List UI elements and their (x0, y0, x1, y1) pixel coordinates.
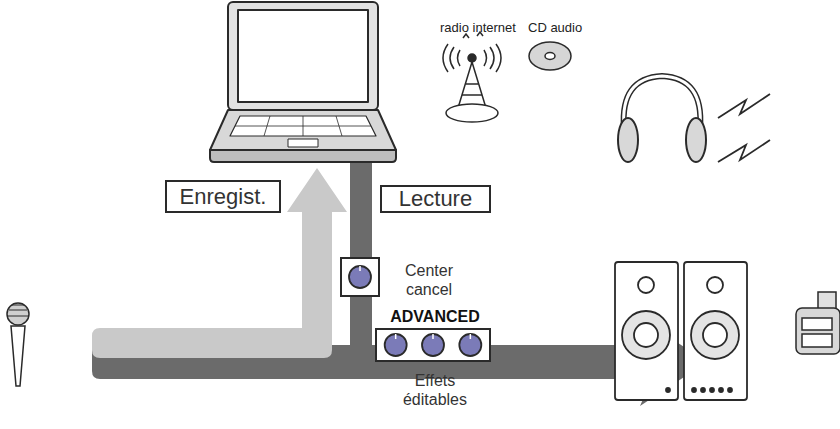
wireless-sign (718, 94, 770, 162)
knob-panel: Center cancel (340, 257, 380, 297)
knob-mark (359, 266, 361, 271)
knob-group (342, 259, 378, 295)
microphone (7, 303, 29, 386)
mode-label: Lecture (399, 186, 472, 212)
knob (422, 334, 444, 356)
control-label: Effets éditables (385, 371, 485, 409)
playback-band (92, 150, 707, 406)
cd-icon (529, 42, 571, 70)
speakers (615, 262, 747, 400)
headphones (618, 76, 706, 162)
knob-mark (432, 334, 434, 339)
knob (385, 334, 407, 356)
portable-player (796, 292, 840, 354)
control-label: Center cancel (392, 261, 466, 299)
source-label: CD audio (528, 20, 582, 35)
knob-group (377, 330, 489, 360)
mode-label-box: Enregist. (165, 180, 281, 213)
mode-label-box: Lecture (380, 185, 491, 213)
laptop (210, 2, 396, 162)
knob-mark (395, 334, 397, 339)
record-band (92, 168, 347, 358)
knob (349, 266, 371, 288)
knob-mark (470, 334, 472, 339)
source-label: radio internet (440, 20, 516, 35)
radio-antenna-icon (443, 32, 501, 122)
effects-panel: ADVANCEDEffets éditables (375, 328, 491, 362)
panel-heading: ADVANCED (377, 307, 493, 326)
knob (459, 334, 481, 356)
mode-label: Enregist. (180, 184, 267, 210)
